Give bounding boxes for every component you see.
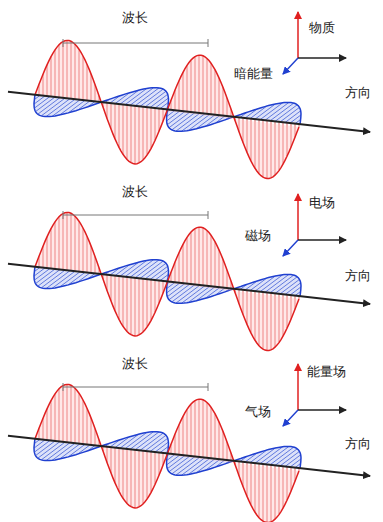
- direction-label: 方向: [345, 85, 371, 101]
- direction-axis: [8, 92, 370, 132]
- direction-axis: [8, 264, 370, 304]
- vertical-axis: [297, 364, 299, 410]
- bracket-tick: [208, 383, 209, 391]
- axis-label: 物质: [309, 20, 335, 36]
- axis-label: 气场: [245, 404, 271, 420]
- vertical-axis: [297, 12, 299, 58]
- wavelength-bracket: [63, 215, 208, 216]
- axis-label: 能量场: [307, 364, 346, 380]
- direction-label: 方向: [345, 436, 371, 452]
- wavelength-label: 波长: [122, 356, 148, 372]
- bracket-tick: [208, 39, 209, 47]
- vertical-axis: [297, 194, 299, 240]
- axis-label: 电场: [309, 195, 335, 211]
- direction-axis: [8, 436, 370, 476]
- bracket-tick: [208, 211, 209, 219]
- depth-axis: [283, 240, 298, 256]
- wavelength-label: 波长: [122, 184, 148, 200]
- axis-label: 磁场: [245, 228, 271, 244]
- axis-label: 暗能量: [234, 66, 273, 82]
- wavelength-label: 波长: [122, 10, 148, 26]
- bracket-tick: [63, 383, 64, 391]
- horizontal-axis: [298, 57, 346, 59]
- horizontal-axis: [298, 239, 346, 241]
- bracket-tick: [63, 211, 64, 219]
- wavelength-bracket: [63, 387, 208, 388]
- direction-label: 方向: [345, 268, 371, 284]
- bracket-tick: [63, 39, 64, 47]
- horizontal-axis: [298, 409, 346, 411]
- wavelength-bracket: [63, 43, 208, 44]
- depth-axis: [283, 58, 298, 74]
- depth-axis: [283, 410, 298, 426]
